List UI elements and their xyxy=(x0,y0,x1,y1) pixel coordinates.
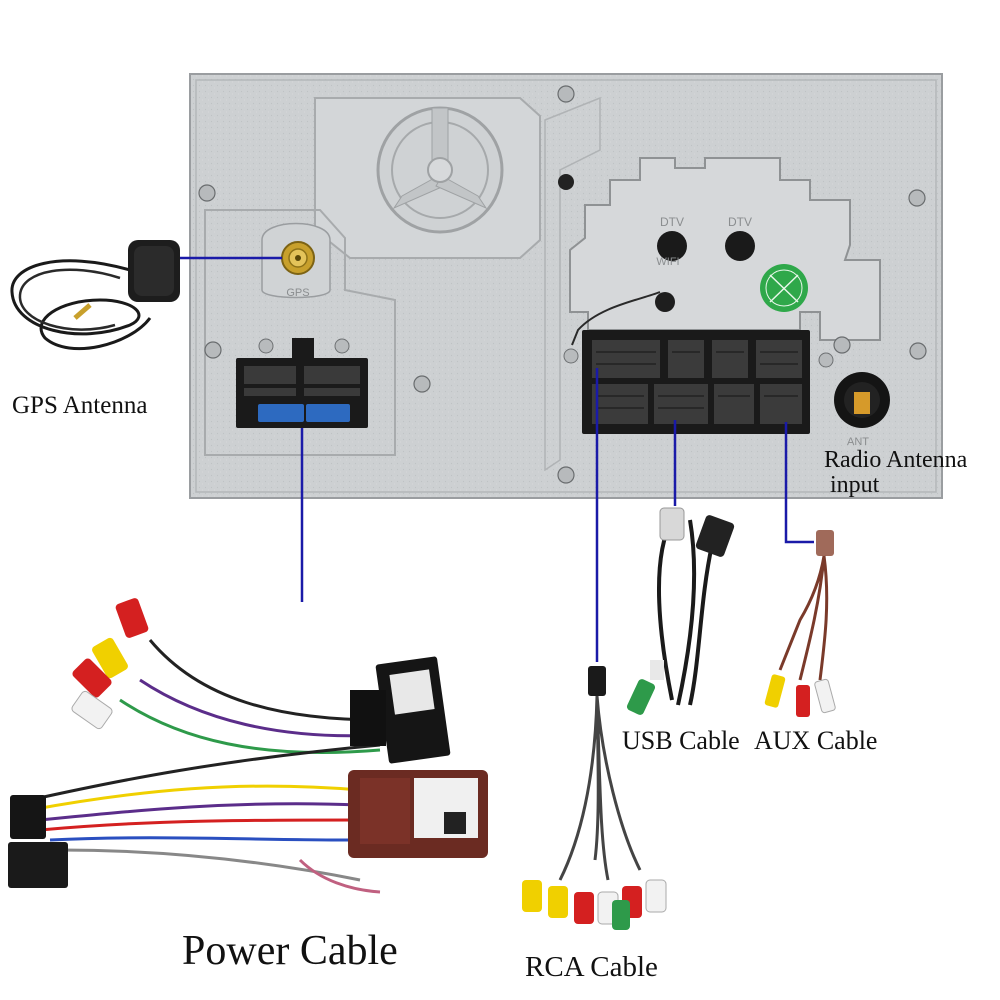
radio-antenna-label-line1: Radio Antenna xyxy=(824,447,968,473)
gps-antenna-module xyxy=(10,240,180,351)
dtv-port-right: DTV xyxy=(725,215,755,261)
gps-connector: GPS xyxy=(261,222,331,299)
multi-connector-socket xyxy=(563,330,834,434)
dtv-label-right: DTV xyxy=(728,215,752,229)
wifi-port: WIFI xyxy=(571,256,680,346)
radio-antenna-socket: ANT xyxy=(834,372,890,448)
power-cable-label: Power Cable xyxy=(182,928,398,974)
radio-antenna-label: Radio Antenna input xyxy=(824,448,967,498)
rca-cable-label: RCA Cable xyxy=(525,951,658,983)
aux-cable-label: AUX Cable xyxy=(754,726,878,755)
rca-cable xyxy=(522,666,667,930)
dtv-label-left: DTV xyxy=(660,215,684,229)
head-unit-back-panel: DTV DTV WIFI GPS xyxy=(189,73,943,499)
dtv-port-left: DTV xyxy=(657,215,687,261)
usb-cable xyxy=(626,507,735,715)
mounting-screws xyxy=(198,85,927,484)
vent-disc xyxy=(376,106,504,234)
gps-antenna-label: GPS Antenna xyxy=(12,392,148,419)
power-cable-harness xyxy=(8,598,488,894)
leader-lines xyxy=(180,256,814,662)
wifi-label: WIFI xyxy=(656,256,679,268)
gps-port-label: GPS xyxy=(286,287,309,299)
power-connector-socket xyxy=(236,338,368,428)
ant-port-label: ANT xyxy=(847,436,869,448)
usb-cable-label: USB Cable xyxy=(622,726,740,755)
leader-aux xyxy=(784,422,814,544)
radio-antenna-label-line2: input xyxy=(830,472,880,498)
qc-sticker xyxy=(760,264,808,312)
aux-cable xyxy=(764,530,836,717)
